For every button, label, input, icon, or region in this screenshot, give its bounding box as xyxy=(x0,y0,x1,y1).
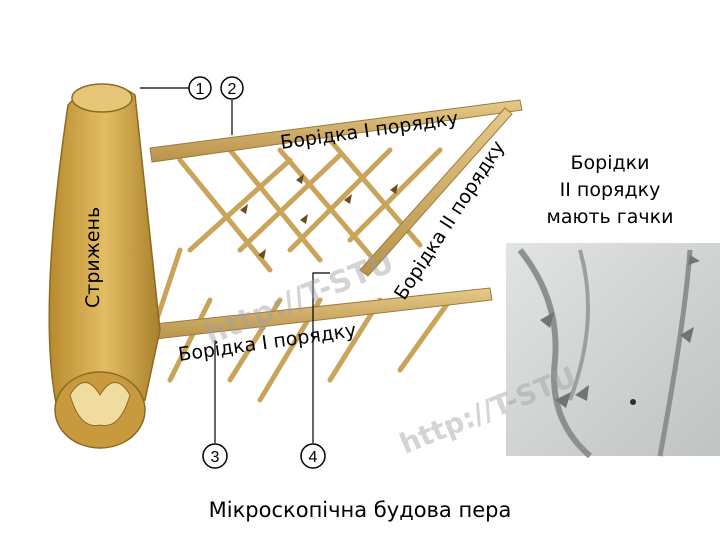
svg-text:3: 3 xyxy=(211,449,220,466)
svg-text:4: 4 xyxy=(309,449,318,466)
marker-2: 2 xyxy=(221,77,243,99)
marker-1: 1 xyxy=(189,77,211,99)
micrograph xyxy=(506,243,720,456)
shaft xyxy=(49,84,160,448)
label-shaft: Стрижень xyxy=(82,207,104,308)
figure-caption: Мікроскопічна будова пера xyxy=(0,498,720,522)
svg-text:1: 1 xyxy=(196,81,205,98)
side-note-line3: мають гачки xyxy=(520,204,700,231)
side-note-line1: Борідки xyxy=(520,150,700,177)
marker-4: 4 xyxy=(301,444,325,468)
side-note-line2: II порядку xyxy=(520,177,700,204)
svg-text:2: 2 xyxy=(228,81,237,98)
marker-3: 3 xyxy=(203,444,227,468)
side-note-hooks: Борідки II порядку мають гачки xyxy=(520,150,700,231)
